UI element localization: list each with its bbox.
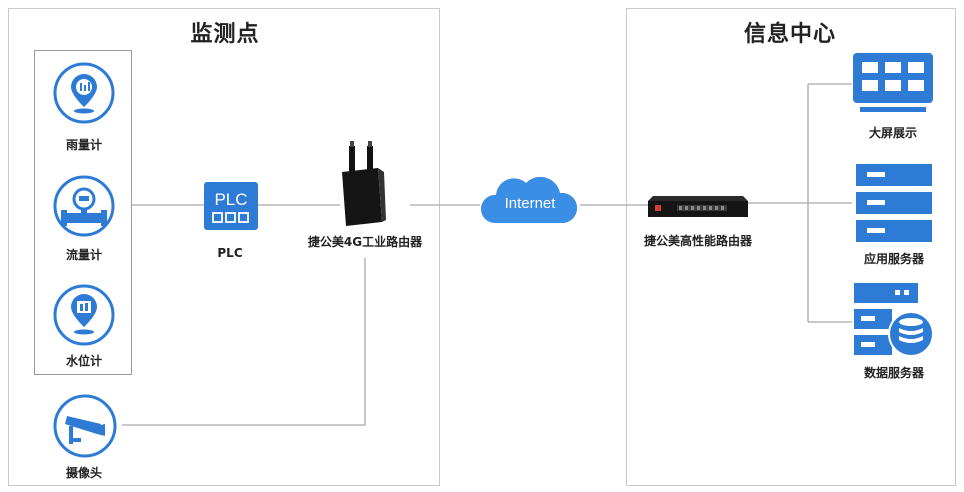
sensor-label-flow: 流量计	[65, 248, 102, 262]
database-server-label: 数据服务器	[863, 366, 924, 380]
plc-icon: PLC	[204, 182, 258, 230]
water-level-icon	[53, 284, 115, 346]
screen-display-label: 大屏展示	[868, 126, 917, 140]
sensor-label-water: 水位计	[65, 354, 102, 368]
app-server-icon	[856, 164, 932, 242]
monitor-panel	[8, 8, 440, 486]
internet-label: Internet	[505, 195, 557, 212]
center-panel	[626, 8, 956, 486]
rain-gauge-icon	[53, 62, 115, 124]
screen-display-icon	[853, 53, 933, 112]
sensor-label-rain: 雨量计	[65, 138, 102, 152]
camera-label: 摄像头	[65, 466, 102, 480]
industrial-router-label: 捷公美4G工业路由器	[307, 235, 423, 249]
industrial-router-icon	[342, 141, 386, 226]
monitor-title: 监测点	[190, 22, 260, 47]
plc-icon-text: PLC	[214, 190, 247, 209]
flow-meter-icon	[53, 175, 115, 237]
central-router-icon	[648, 196, 748, 217]
center-title: 信息中心	[743, 22, 836, 47]
camera-icon	[53, 394, 117, 458]
app-server-label: 应用服务器	[863, 252, 924, 266]
internet-cloud-icon: Internet	[480, 176, 578, 223]
sensor-group-box	[34, 50, 132, 375]
central-router-label: 捷公美高性能路由器	[643, 234, 752, 248]
line-camera-router	[122, 258, 366, 426]
database-server-icon	[854, 283, 934, 357]
plc-label: PLC	[217, 246, 243, 260]
